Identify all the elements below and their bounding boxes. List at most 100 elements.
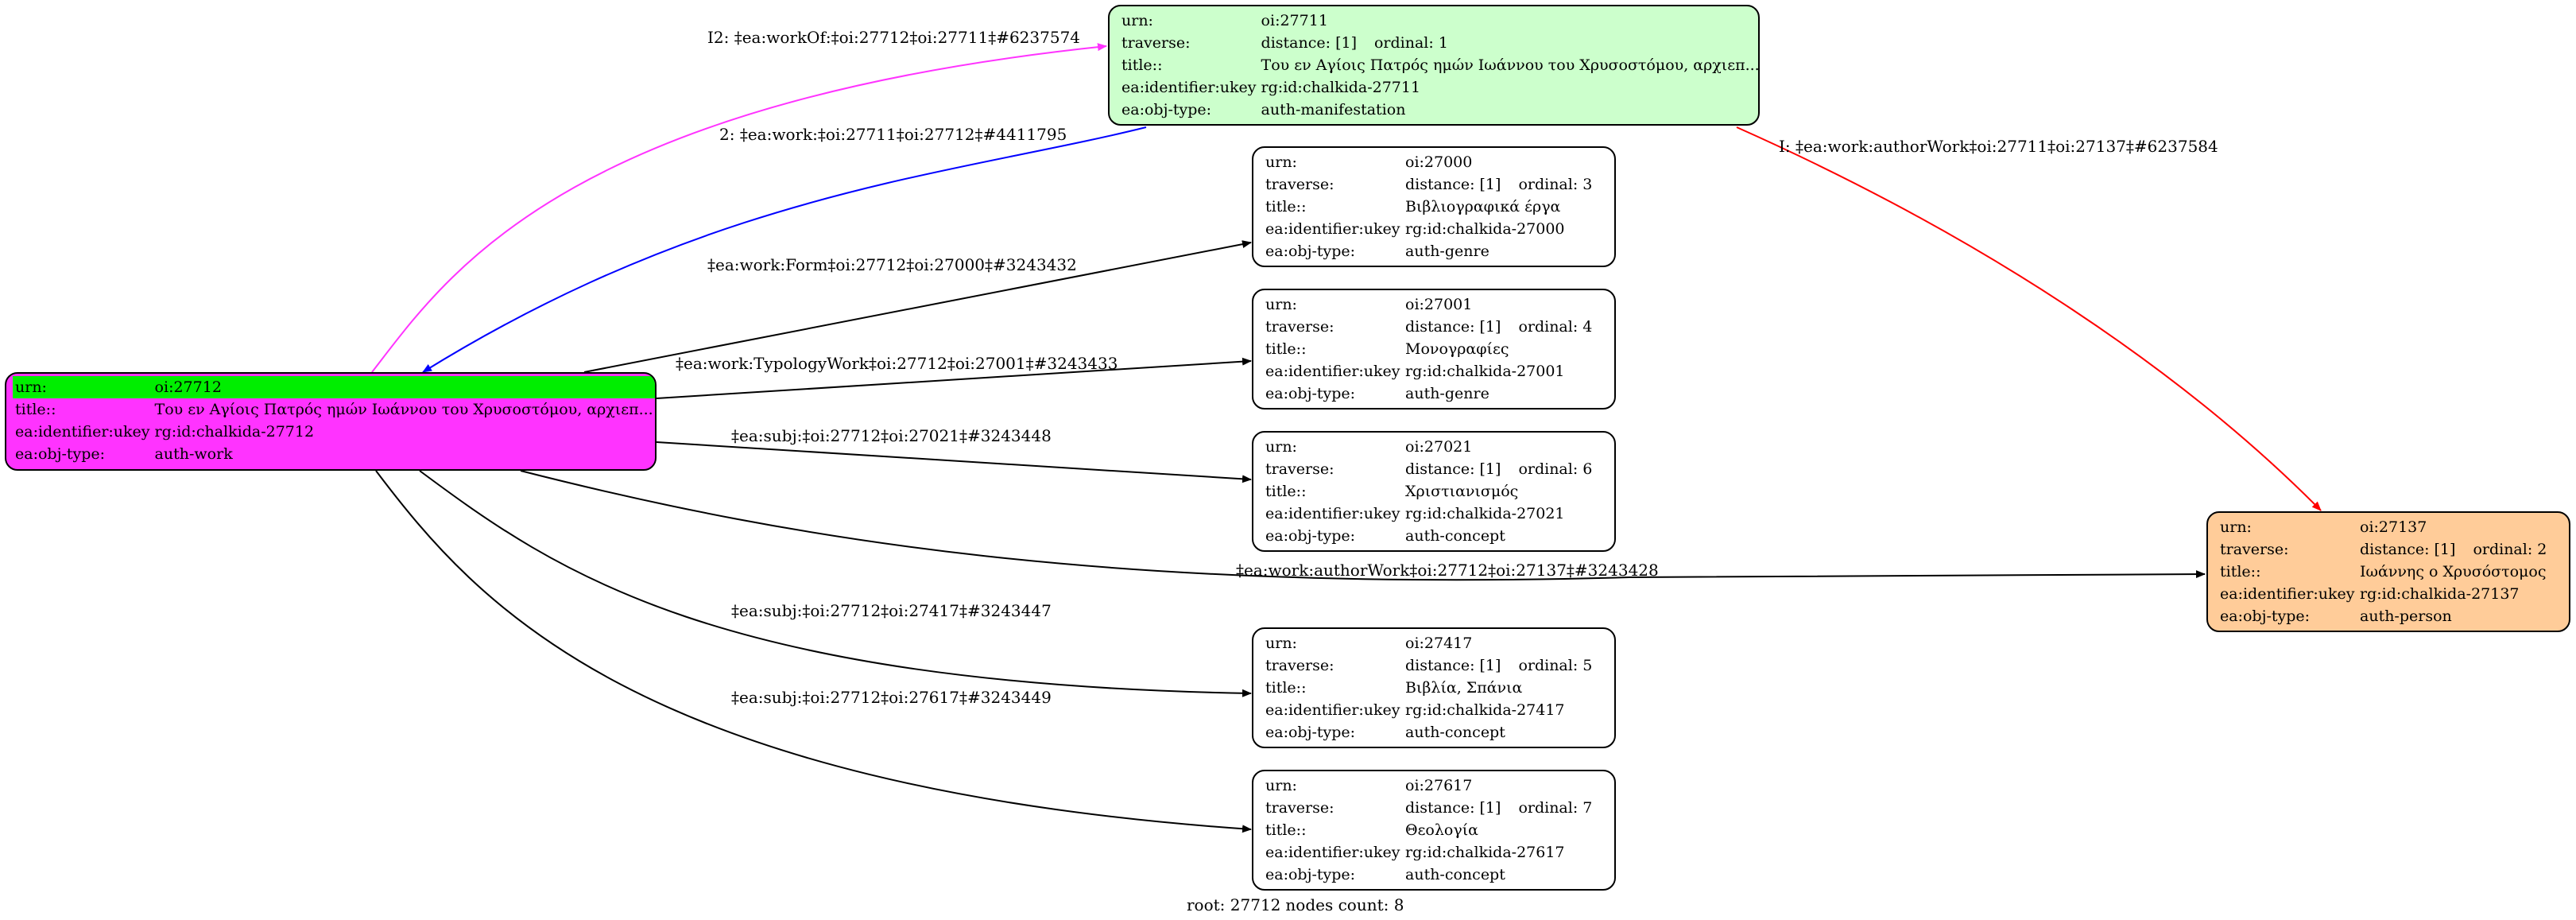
node-title-key: title:: <box>1265 198 1307 215</box>
node-ordinal: ordinal: 5 <box>1518 657 1593 674</box>
root-title-key: title:: <box>15 401 56 418</box>
footer-count: nodes count: 8 <box>1285 895 1404 914</box>
node-ident: rg:id:chalkida-27000 <box>1405 220 1565 238</box>
node-type-key: ea:obj-type: <box>1265 243 1356 260</box>
edge-subj-27417 <box>419 470 1252 697</box>
node-ident-key: ea:identifier:ukey <box>1265 505 1400 522</box>
node-ident: rg:id:chalkida-27021 <box>1405 505 1565 522</box>
node-type-key: ea:obj-type: <box>1265 724 1356 741</box>
node-distance: distance: [1] <box>1405 460 1501 478</box>
node-ident-key: ea:identifier:ukey <box>1265 363 1400 380</box>
node-27711[interactable]: urn:oi:27711 traverse:distance: [1]ordin… <box>1108 5 1760 126</box>
node-title-key: title:: <box>1265 821 1307 839</box>
node-ordinal: ordinal: 1 <box>1373 34 1448 52</box>
edge-label-authorwork: ‡ea:work:authorWork‡oi:27712‡oi:27137‡#3… <box>1236 561 1659 580</box>
node-distance: distance: [1] <box>2360 541 2456 558</box>
edge-subj-27617 <box>375 470 1252 833</box>
node-ident-key: ea:identifier:ukey <box>1121 79 1257 96</box>
node-traverse-key: traverse: <box>1265 460 1334 478</box>
node-traverse-key: traverse: <box>1265 657 1334 674</box>
root-urn-key: urn: <box>15 378 47 396</box>
node-27001[interactable]: urn:oi:27001 traverse:distance: [1]ordin… <box>1252 289 1616 410</box>
node-urn-key: urn: <box>1265 635 1297 652</box>
edge-label-workof: I2: ‡ea:workOf:‡oi:27712‡oi:27711‡#62375… <box>707 28 1081 47</box>
edge-form <box>583 240 1252 373</box>
node-title-key: title:: <box>1265 340 1307 358</box>
node-urn: oi:27617 <box>1405 777 1473 794</box>
edge-label-form: ‡ea:work:Form‡oi:27712‡oi:27000‡#3243432 <box>707 255 1077 274</box>
node-type: auth-manifestation <box>1261 101 1406 118</box>
root-node[interactable]: urn: oi:27712 title::Του εν Αγίοις Πατρός… <box>5 372 657 471</box>
node-ident-key: ea:identifier:ukey <box>1265 844 1400 861</box>
root-type-key: ea:obj-type: <box>15 445 106 463</box>
node-ident: rg:id:chalkida-27617 <box>1405 844 1565 861</box>
node-type: auth-person <box>2360 608 2452 625</box>
edge-label-work: 2: ‡ea:work:‡oi:27711‡oi:27712‡#4411795 <box>719 125 1067 144</box>
node-ident: rg:id:chalkida-27001 <box>1405 363 1565 380</box>
root-ident: rg:id:chalkida-27712 <box>154 423 315 441</box>
node-traverse-key: traverse: <box>1265 318 1334 336</box>
node-type-key: ea:obj-type: <box>1265 527 1356 545</box>
node-urn: oi:27000 <box>1405 153 1473 171</box>
node-urn: oi:27021 <box>1405 438 1473 456</box>
node-type-key: ea:obj-type: <box>1265 385 1356 402</box>
edge-label-subj-27021: ‡ea:subj:‡oi:27712‡oi:27021‡#3243448 <box>731 426 1052 445</box>
node-traverse-key: traverse: <box>1265 176 1334 193</box>
node-urn: oi:27001 <box>1405 296 1473 313</box>
node-title: Θεολογία <box>1405 821 1478 839</box>
node-urn-key: urn: <box>2220 518 2252 536</box>
node-27617[interactable]: urn:oi:27617 traverse:distance: [1]ordin… <box>1252 770 1616 891</box>
node-title-key: title:: <box>1121 56 1163 74</box>
node-traverse-key: traverse: <box>1265 799 1334 817</box>
node-type: auth-genre <box>1405 243 1489 260</box>
node-ordinal: ordinal: 6 <box>1518 460 1593 478</box>
node-distance: distance: [1] <box>1405 657 1501 674</box>
edge-authorwork-i <box>1736 126 2322 511</box>
node-title: Χριστιανισμός <box>1405 483 1519 500</box>
node-urn-key: urn: <box>1265 153 1297 171</box>
node-ident-key: ea:identifier:ukey <box>2220 585 2355 603</box>
node-ident-key: ea:identifier:ukey <box>1265 701 1400 719</box>
root-ident-key: ea:identifier:ukey <box>15 423 150 441</box>
node-urn-key: urn: <box>1265 438 1297 456</box>
node-ident: rg:id:chalkida-27711 <box>1261 79 1421 96</box>
root-title: Του εν Αγίοις Πατρός ημών Ιωάννου του Χρ… <box>154 401 653 418</box>
edge-work <box>422 126 1147 373</box>
root-type: auth-work <box>154 445 233 463</box>
node-title: Βιβλιογραφικά έργα <box>1405 198 1561 215</box>
node-title-key: title:: <box>2220 563 2261 580</box>
node-title-key: title:: <box>1265 679 1307 697</box>
node-27021[interactable]: urn: oi:27021 traverse: distance: [1] ordin… <box>1252 431 1616 552</box>
node-title-key: title:: <box>1265 483 1307 500</box>
node-distance: distance: [1] <box>1405 176 1501 193</box>
node-type: auth-genre <box>1405 385 1489 402</box>
root-urn: oi:27712 <box>154 378 222 396</box>
node-traverse-key: traverse: <box>2220 541 2289 558</box>
node-27000[interactable]: urn:oi:27000 traverse:distance: [1]ordin… <box>1252 146 1616 267</box>
node-27417[interactable]: urn: oi:27417 traverse: distance: [1] ordin… <box>1252 627 1616 748</box>
node-distance: distance: [1] <box>1405 318 1501 336</box>
node-27137[interactable]: urn:oi:27137 traverse:distance: [1]ordin… <box>2206 511 2570 632</box>
node-distance: distance: [1] <box>1261 34 1357 52</box>
footer-root: root: 27712 <box>1187 895 1281 914</box>
edge-typology <box>656 357 1252 399</box>
node-type: auth-concept <box>1405 527 1505 545</box>
node-ident: rg:id:chalkida-27417 <box>1405 701 1565 719</box>
node-urn-key: urn: <box>1265 777 1297 794</box>
node-urn: oi:27417 <box>1405 635 1473 652</box>
edge-workof <box>371 43 1107 373</box>
edge-label-authorwork-i: I: ‡ea:work:authorWork‡oi:27711‡oi:27137… <box>1779 137 2218 156</box>
node-title: Βιβλία, Σπάνια <box>1405 679 1523 697</box>
edge-label-subj-27617: ‡ea:subj:‡oi:27712‡oi:27617‡#3243449 <box>731 688 1052 707</box>
node-ordinal: ordinal: 4 <box>1518 318 1593 336</box>
node-title: Του εν Αγίοις Πατρός ημών Ιωάννου του Χρ… <box>1261 56 1760 74</box>
node-type: auth-concept <box>1405 866 1505 883</box>
node-distance: distance: [1] <box>1405 799 1501 817</box>
edge-label-typology: ‡ea:work:TypologyWork‡oi:27712‡oi:27001‡… <box>676 354 1118 373</box>
edge-label-subj-27417: ‡ea:subj:‡oi:27712‡oi:27417‡#3243447 <box>731 601 1052 620</box>
node-urn-key: urn: <box>1121 12 1153 29</box>
node-ident-key: ea:identifier:ukey <box>1265 220 1400 238</box>
edge-subj-27021 <box>656 441 1252 483</box>
